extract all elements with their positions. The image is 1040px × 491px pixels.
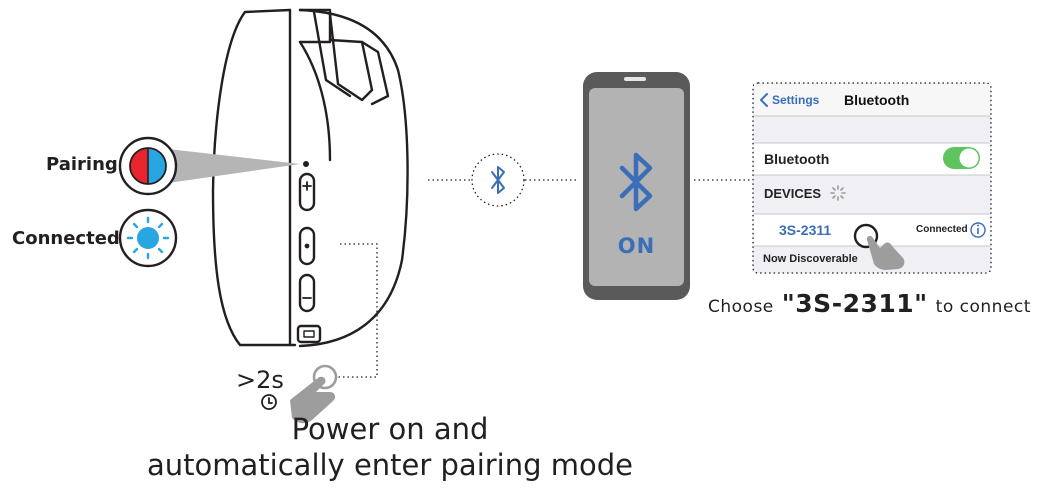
phone-status-on: ON <box>617 234 656 258</box>
pairing-led-icon <box>118 136 178 196</box>
smartphone <box>583 72 690 300</box>
settings-back-button[interactable]: Settings <box>772 93 820 107</box>
clock-icon <box>261 394 277 410</box>
tap-hand-icon <box>853 223 905 270</box>
caption-line-1: Power on and <box>291 412 489 446</box>
press-hand-icon <box>290 364 338 424</box>
settings-title: Bluetooth <box>844 92 910 108</box>
chevron-left-icon[interactable] <box>760 93 768 107</box>
info-icon[interactable] <box>970 222 986 238</box>
device-3s-2311[interactable]: 3S-2311 <box>779 222 832 238</box>
headphone-earcup <box>211 8 409 348</box>
discoverable-text: Now Discoverable <box>763 253 858 265</box>
press-duration: >2s <box>236 366 284 394</box>
settings-panel-frame <box>752 82 992 274</box>
devices-header: DEVICES <box>764 186 822 201</box>
caption-line-2: automatically enter pairing mode <box>147 448 633 482</box>
connected-led-icon <box>118 208 178 268</box>
press-callout-line <box>336 243 378 378</box>
spinner-icon <box>830 185 846 201</box>
play-button-dot <box>304 243 310 249</box>
instruction-suffix: to connect <box>935 297 1031 317</box>
pairing-label: Pairing <box>46 154 118 175</box>
led-beam <box>168 149 300 183</box>
connect-instruction: Choose "3S-2311" to connect <box>708 289 1031 318</box>
bluetooth-row-label: Bluetooth <box>764 151 830 167</box>
instruction-prefix: Choose <box>708 297 774 317</box>
bluetooth-toggle[interactable] <box>943 147 980 169</box>
bluetooth-icon-small <box>491 166 505 194</box>
device-status: Connected <box>916 224 968 235</box>
led-indicator-dot <box>303 161 309 167</box>
instruction-device-name: "3S-2311" <box>781 289 928 318</box>
bluetooth-icon <box>619 152 653 212</box>
connected-label: Connected <box>12 228 120 249</box>
